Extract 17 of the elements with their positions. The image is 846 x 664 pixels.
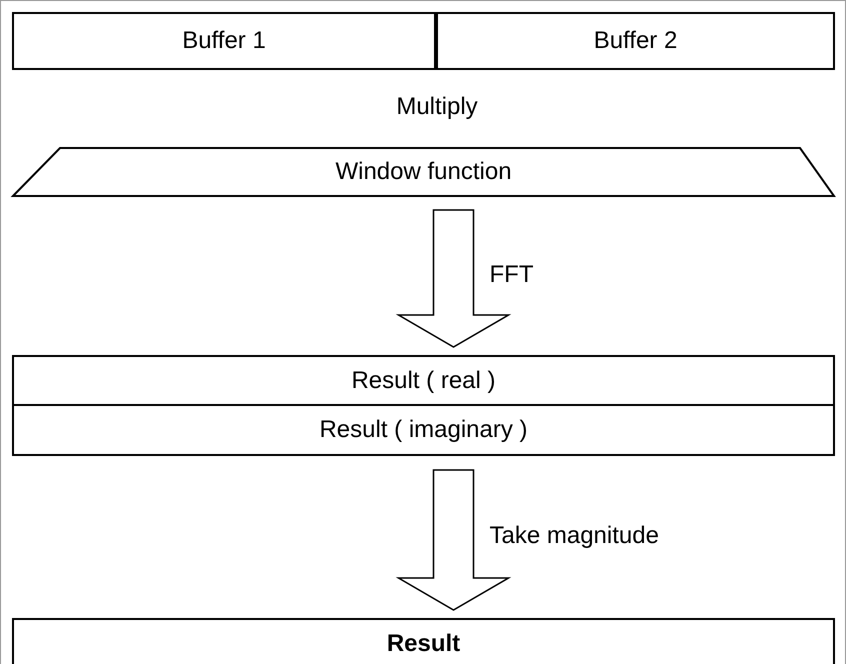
edge-label: Take magnitude (490, 522, 659, 550)
box-label: Window function (335, 158, 512, 186)
buffer-box (12, 355, 835, 406)
buffer-box (12, 12, 436, 70)
box-label: Result ( imaginary ) (319, 416, 528, 444)
block-arrow (396, 209, 512, 348)
block-arrow (396, 469, 512, 611)
window-trapezoid (12, 147, 835, 197)
buffer-box (12, 618, 835, 664)
box-label: Result (386, 630, 460, 658)
buffer-box (12, 404, 835, 456)
buffer-box (436, 12, 835, 70)
operation-label: Multiply (396, 93, 478, 121)
box-label: Buffer 1 (182, 27, 266, 55)
edge-label: FFT (490, 260, 534, 288)
box-label: Result ( real ) (351, 366, 496, 394)
box-label: Buffer 2 (594, 27, 678, 55)
